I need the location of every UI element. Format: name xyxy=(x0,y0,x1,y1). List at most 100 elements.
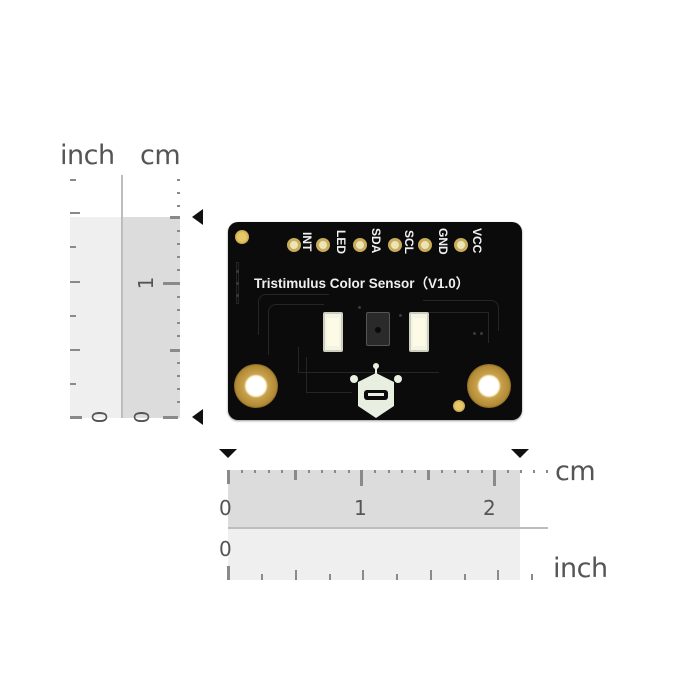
via xyxy=(358,306,361,309)
pin-label-sda: SDA xyxy=(369,228,383,254)
pin-int xyxy=(287,238,301,252)
cm-tick xyxy=(441,470,443,473)
cm-tick xyxy=(481,470,483,473)
mount-hole-right xyxy=(467,364,511,408)
cm-tick xyxy=(321,470,323,473)
cm-tick xyxy=(281,470,283,473)
mount-hole-left xyxy=(234,364,278,408)
pin-vcc xyxy=(454,238,468,252)
inch-tick xyxy=(464,574,466,580)
vertical-cm-zone xyxy=(122,217,180,418)
inch-zero-label: 0 xyxy=(219,537,232,561)
cm-tick xyxy=(533,470,535,473)
cm-tick xyxy=(520,470,522,473)
cm-tick xyxy=(177,388,180,390)
cm-tick xyxy=(170,216,180,219)
via xyxy=(473,332,476,335)
inch-tick xyxy=(70,281,80,283)
pcb-trace xyxy=(423,300,499,331)
bottom-edge-marker-icon xyxy=(192,409,203,425)
horizontal-ruler xyxy=(200,440,700,600)
cm-tick xyxy=(268,470,270,473)
horizontal-divider xyxy=(228,527,548,529)
cm-tick xyxy=(227,470,230,484)
cm-tick xyxy=(308,470,310,473)
cm-tick xyxy=(334,470,336,473)
cm-tick xyxy=(170,349,180,352)
inch-tick xyxy=(70,383,76,385)
cm-tick xyxy=(177,296,180,298)
cm-tick xyxy=(177,375,180,377)
cm-tick xyxy=(177,362,180,364)
cm-tick xyxy=(348,470,350,473)
cm-tick xyxy=(241,470,243,473)
cm-tick xyxy=(177,256,180,258)
cm-tick xyxy=(294,470,297,480)
pin-label-int: INT xyxy=(300,232,314,252)
inch-tick xyxy=(531,574,533,580)
corner-pad xyxy=(453,400,465,412)
cm-tick xyxy=(546,470,548,473)
left-led xyxy=(323,312,343,352)
inch-tick xyxy=(70,315,76,317)
cm-tick xyxy=(177,401,180,403)
inch-tick xyxy=(430,570,432,580)
cm-tick xyxy=(177,179,180,181)
cm-tick xyxy=(177,192,180,194)
inch-tick xyxy=(227,566,230,580)
pcb-trace xyxy=(258,294,329,335)
vertical-inch-label: inch xyxy=(60,140,115,171)
pin-led xyxy=(316,238,330,252)
horizontal-cm-label: cm xyxy=(555,456,596,487)
left-edge-marker-icon xyxy=(219,449,237,458)
cm-tick-label-2: 2 xyxy=(483,496,496,520)
inch-tick xyxy=(70,212,80,214)
pcb-trace xyxy=(298,347,439,373)
pin-label-led: LED xyxy=(334,230,348,254)
inch-zero-label: 0 xyxy=(88,410,112,424)
via xyxy=(480,332,483,335)
horizontal-inch-zone xyxy=(228,528,520,580)
sensor-aperture xyxy=(375,327,381,333)
horizontal-cm-zone xyxy=(228,470,520,528)
cm-tick xyxy=(454,470,456,473)
vertical-divider xyxy=(121,175,123,418)
inch-tick xyxy=(70,179,76,181)
via xyxy=(236,270,239,273)
pin-gnd xyxy=(418,238,432,252)
cm-tick xyxy=(177,243,180,245)
pin-sda xyxy=(353,238,367,252)
cm-tick xyxy=(177,322,180,324)
cm-tick xyxy=(507,470,509,473)
pcb-trace xyxy=(428,312,489,343)
sensor-board: INT LED SDA SCL GND VCC Tristimulus Colo… xyxy=(228,222,522,420)
cm-tick xyxy=(254,470,256,473)
horizontal-inch-label: inch xyxy=(553,553,608,584)
cm-zero-label: 0 xyxy=(130,410,154,424)
cm-tick xyxy=(414,470,416,473)
inch-tick xyxy=(396,574,398,580)
cm-tick xyxy=(388,470,390,473)
inch-tick xyxy=(70,416,82,419)
color-sensor-chip xyxy=(366,312,390,346)
cm-tick xyxy=(374,470,376,473)
cm-tick xyxy=(177,335,180,337)
pin-label-vcc: VCC xyxy=(470,228,484,254)
pcb-trace xyxy=(306,357,352,393)
cm-tick xyxy=(163,282,180,285)
pcb-trace xyxy=(268,304,324,355)
cm-tick-label-1: 1 xyxy=(354,496,367,520)
cm-one-label: 1 xyxy=(134,276,158,290)
cm-tick xyxy=(493,470,496,486)
inch-tick xyxy=(70,246,76,248)
corner-pad xyxy=(235,230,249,244)
via xyxy=(236,294,239,297)
vertical-inch-zone xyxy=(70,217,122,418)
inch-tick xyxy=(261,574,263,580)
right-edge-marker-icon xyxy=(511,449,529,458)
cm-tick xyxy=(467,470,469,473)
via xyxy=(399,314,402,317)
right-led xyxy=(409,312,429,352)
via xyxy=(236,282,239,285)
vertical-ruler: inch cm 0 0 1 xyxy=(0,0,220,440)
